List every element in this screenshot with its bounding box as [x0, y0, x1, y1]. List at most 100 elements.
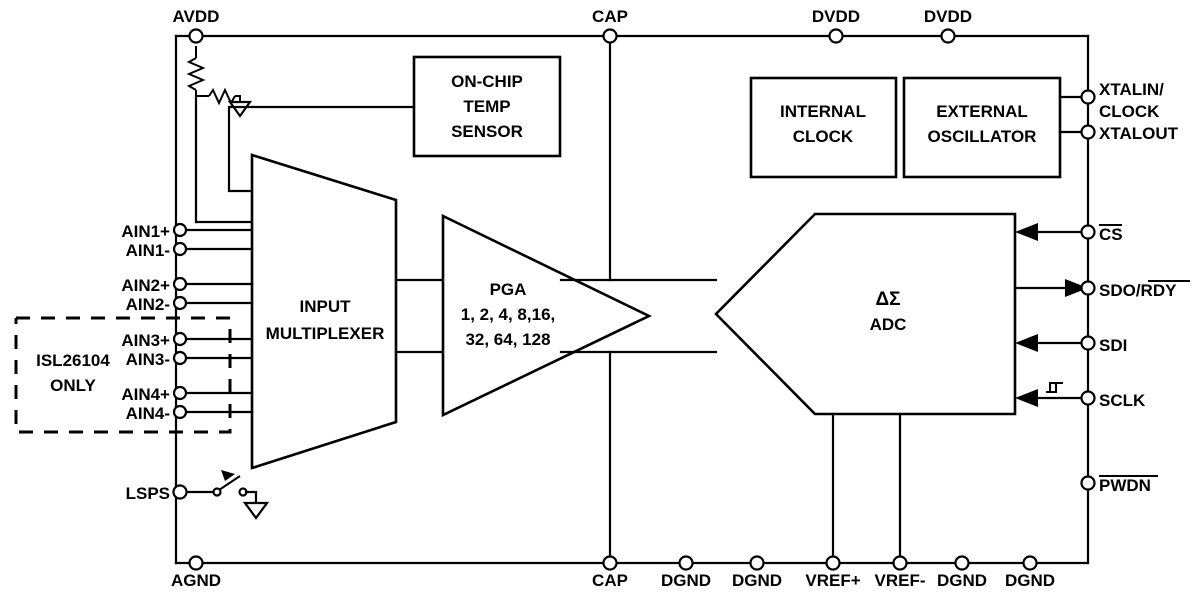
label-pwdn: PWDN: [1099, 476, 1151, 495]
temp-sensor-box: [412, 55, 562, 158]
isl26104-only-dashed-box: [14, 316, 232, 434]
label-dvdd-1: DVDD: [812, 7, 860, 26]
arrow-sdo-out: [1065, 279, 1088, 297]
label-dgnd-3: DGND: [937, 571, 987, 590]
label-xtalout: XTALOUT: [1099, 124, 1179, 143]
label-vrefn: VREF-: [875, 571, 926, 590]
label-xtalin: XTALIN/: [1099, 80, 1164, 99]
pga-label-2: 1, 2, 4, 8,16,: [461, 305, 556, 324]
label-ain1p: AIN1+: [121, 222, 170, 241]
pga-label-1: PGA: [490, 280, 527, 299]
ground-symbol-avdd: [227, 100, 253, 118]
pin-avdd[interactable]: [188, 28, 204, 44]
label-xtalin-clock: CLOCK: [1099, 102, 1160, 121]
pin-ain1p[interactable]: [172, 222, 188, 238]
variant-note-label-2: ONLY: [50, 376, 96, 395]
pin-sdi[interactable]: [1080, 335, 1096, 351]
internal-clock-label-1: INTERNAL: [780, 102, 866, 121]
input-multiplexer-label-2: MULTIPLEXER: [266, 324, 385, 343]
variant-only-region: [14, 316, 232, 434]
vertical-resistor: [186, 57, 206, 91]
external-oscillator-label-1: EXTERNAL: [936, 102, 1028, 121]
adc-label-name: ADC: [870, 315, 907, 334]
switch-blade: [218, 475, 241, 491]
pin-ain1n[interactable]: [172, 241, 188, 257]
pin-cap-bottom[interactable]: [602, 555, 618, 571]
pin-ain4p[interactable]: [172, 385, 188, 401]
external-oscillator-label-2: OSCILLATOR: [928, 127, 1037, 146]
pin-xtalin[interactable]: [1080, 89, 1096, 105]
label-agnd: AGND: [171, 571, 221, 590]
avdd-bias-network: [186, 46, 254, 224]
pin-vrefp[interactable]: [825, 555, 841, 571]
clock-blocks: [749, 76, 1090, 179]
label-sdo-rdy: SDO/RDY: [1099, 281, 1177, 300]
temp-sensor-to-mux-wire: [227, 105, 416, 193]
supply-rails: [174, 34, 1090, 565]
pin-pwdn[interactable]: [1080, 475, 1096, 491]
temp-sensor-label-3: SENSOR: [451, 122, 523, 141]
schmitt-trigger-icon: [1046, 382, 1063, 393]
pin-rings-bottom: [188, 555, 1038, 571]
pga-block: [441, 213, 652, 418]
input-multiplexer-shape: [250, 153, 398, 470]
input-multiplexer-label-1: INPUT: [300, 297, 352, 316]
arrow-sdi-in: [1015, 334, 1038, 352]
pga-shape: [441, 213, 652, 418]
pin-dgnd-1[interactable]: [678, 555, 694, 571]
label-ain2p: AIN2+: [121, 276, 170, 295]
label-dgnd-2: DGND: [732, 571, 782, 590]
pin-ain3p[interactable]: [172, 331, 188, 347]
adc-shape: [714, 212, 1017, 416]
switch-arrowhead: [221, 470, 235, 481]
pin-vrefn[interactable]: [892, 555, 908, 571]
temp-sensor-label-2: TEMP: [463, 97, 510, 116]
label-ain2n: AIN2-: [126, 295, 170, 314]
label-ain3p: AIN3+: [121, 331, 170, 350]
pin-sdo-rdy[interactable]: [1080, 280, 1096, 296]
input-multiplexer-block: [250, 153, 398, 470]
delta-sigma-adc-block: [714, 212, 1017, 416]
schmitt-lower: [1049, 382, 1060, 392]
pga-label-3: 32, 64, 128: [465, 330, 550, 349]
label-cs: CS: [1099, 225, 1123, 244]
pin-cs[interactable]: [1080, 224, 1096, 240]
label-sclk: SCLK: [1099, 391, 1146, 410]
pin-ain2p[interactable]: [172, 276, 188, 292]
on-chip-temp-sensor-block: [227, 55, 562, 193]
pin-dgnd-3[interactable]: [954, 555, 970, 571]
label-sdi: SDI: [1099, 336, 1127, 355]
pin-dvdd-2[interactable]: [940, 28, 956, 44]
label-avdd: AVDD: [173, 7, 220, 26]
pin-lsps[interactable]: [172, 484, 188, 500]
pin-rings-left: [172, 222, 188, 500]
label-ain3n: AIN3-: [126, 350, 170, 369]
pin-agnd[interactable]: [188, 555, 204, 571]
label-vrefp: VREF+: [805, 571, 860, 590]
external-oscillator-box: [902, 76, 1062, 179]
pin-ain3n[interactable]: [172, 350, 188, 366]
pin-xtalout[interactable]: [1080, 124, 1096, 140]
internal-clock-box: [749, 76, 898, 179]
digital-interface-wires: [1013, 223, 1090, 407]
pin-rings-top: [188, 28, 956, 44]
pin-dgnd-4[interactable]: [1022, 555, 1038, 571]
pin-dvdd-1[interactable]: [828, 28, 844, 44]
label-ain4n: AIN4-: [126, 404, 170, 423]
pin-dgnd-2[interactable]: [749, 555, 765, 571]
label-dgnd-4: DGND: [1005, 571, 1055, 590]
label-dvdd-2: DVDD: [924, 7, 972, 26]
schmitt-upper: [1046, 382, 1063, 393]
lsps-switch-network: [184, 470, 270, 520]
pin-cap-top[interactable]: [602, 28, 618, 44]
pin-ain2n[interactable]: [172, 295, 188, 311]
label-dgnd-1: DGND: [661, 571, 711, 590]
pin-ain4n[interactable]: [172, 404, 188, 420]
pin-sclk[interactable]: [1080, 390, 1096, 406]
internal-clock-label-2: CLOCK: [793, 127, 854, 146]
hres-lead-gnd: [235, 95, 241, 102]
label-ain4p: AIN4+: [121, 385, 170, 404]
switch-node-left: [212, 487, 222, 497]
adc-label-symbol: ΔΣ: [875, 289, 900, 310]
